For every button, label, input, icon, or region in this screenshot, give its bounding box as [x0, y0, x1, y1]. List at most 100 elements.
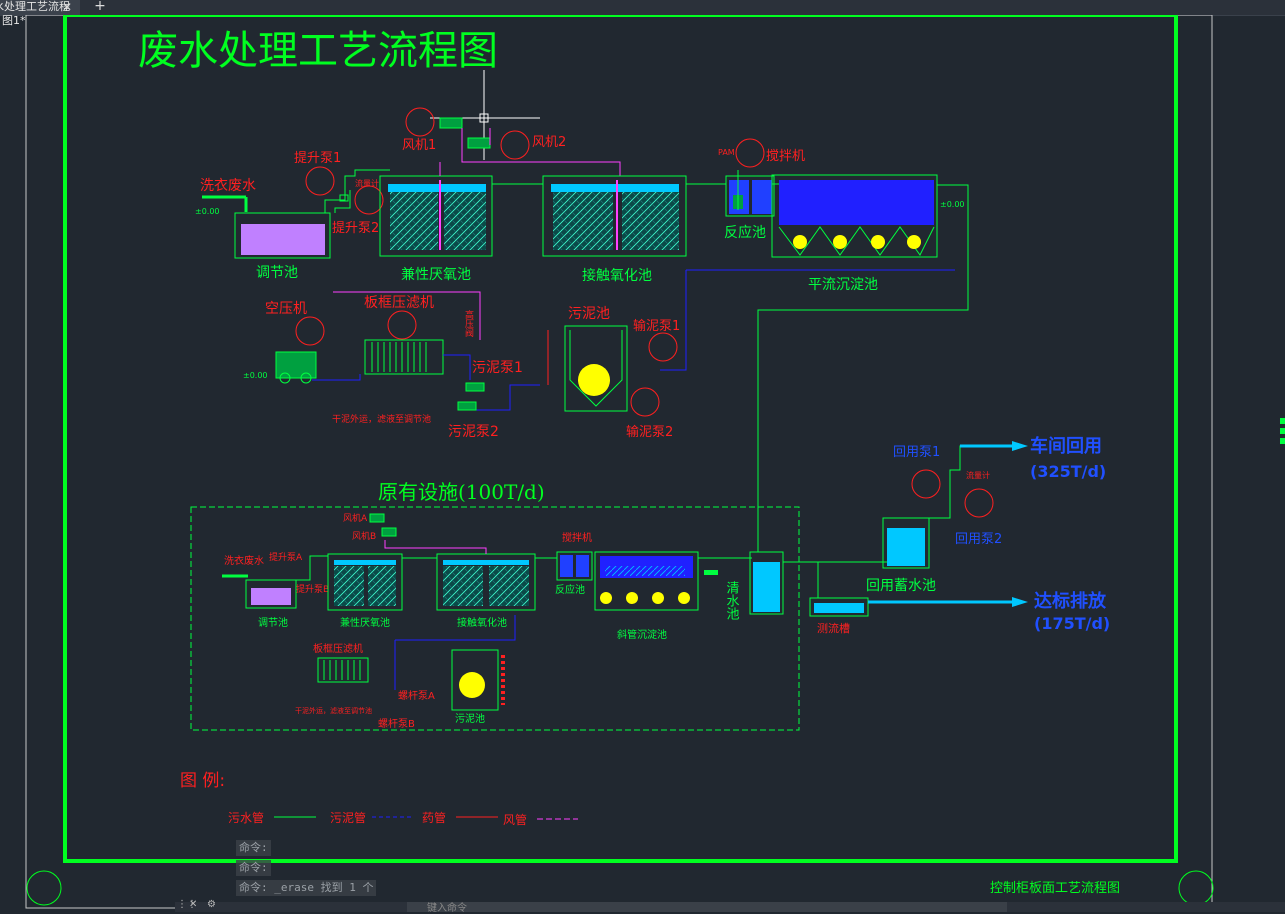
- reuse-pump-1-label: 回用泵1: [893, 445, 940, 460]
- settings-icon[interactable]: ⚙: [207, 899, 216, 910]
- contact-oxidation-tank[interactable]: [542, 175, 687, 257]
- workshop-reuse-qty: (325T/d): [1030, 462, 1106, 481]
- workshop-reuse-label: 车间回用: [1030, 435, 1102, 457]
- press-note-vertical: 高压阀: [463, 309, 474, 338]
- discharge-arrow: [868, 597, 1028, 607]
- document-tab-bar: 废水处理工艺流程图1* ✕ +: [0, 0, 1285, 27]
- small-filtrate-note: 干泥外运，滤液至调节池: [295, 706, 372, 715]
- small-filter-press[interactable]: [317, 657, 369, 683]
- reuse-pump-2-tag[interactable]: [964, 488, 994, 518]
- close-tab-icon[interactable]: ✕: [61, 0, 72, 14]
- small-anoxic-tank[interactable]: [327, 553, 403, 611]
- lift-pump-2-tag[interactable]: [354, 185, 384, 215]
- legend-label-1: 污泥管: [330, 810, 366, 825]
- legend: 污水管 污泥管 药管 风管: [228, 810, 578, 827]
- legend-label-0: 污水管: [228, 810, 264, 825]
- small-sed-tank[interactable]: [594, 551, 699, 611]
- zero-level-3: ±0.00: [243, 371, 268, 380]
- zero-level-1: ±0.00: [195, 207, 220, 216]
- small-fans: [369, 513, 397, 537]
- command-input[interactable]: 键入命令: [407, 902, 1007, 914]
- small-anoxic-label: 兼性厌氧池: [340, 616, 390, 629]
- lift-pump-1-tag[interactable]: [305, 166, 335, 196]
- small-press-label: 板框压滤机: [313, 642, 363, 655]
- discharge-label: 达标排放: [1034, 590, 1107, 612]
- small-contact-tank[interactable]: [436, 553, 536, 611]
- reuse-tank-label: 回用蓄水池: [866, 578, 936, 594]
- equalization-tank[interactable]: [234, 212, 331, 259]
- small-laundry-label: 洗衣废水: [224, 554, 264, 567]
- sludge-tank-label: 污泥池: [568, 306, 610, 322]
- existing-facility-title: 原有设施(100T/d): [378, 480, 545, 504]
- equalization-tank-label: 调节池: [256, 265, 298, 281]
- small-reaction-tank[interactable]: [556, 551, 593, 581]
- document-tab-title: 废水处理工艺流程图1*: [0, 0, 70, 27]
- anoxic-tank[interactable]: [379, 175, 493, 257]
- reuse-pump-2-label: 回用泵2: [955, 532, 1002, 547]
- reuse-pump-1-tag[interactable]: [911, 469, 941, 499]
- clearwater-pipe: [757, 184, 969, 552]
- filter-press-tag[interactable]: [387, 310, 417, 340]
- command-history-line-1: 命令:: [236, 840, 271, 856]
- inflow-arrow: [202, 195, 248, 212]
- screw-pump-a-label: 螺杆泵A: [398, 690, 435, 702]
- legend-title: 图 例:: [180, 771, 225, 791]
- sludge-transfer-2-tag[interactable]: [630, 387, 660, 417]
- cad-drawing-canvas[interactable]: 废水处理工艺流程图 洗衣废水 ±0.00 调节池 提升泵1 提升泵2 流量计 兼…: [0, 15, 1285, 912]
- command-line-bar: ⋮⋮ ✕ ⚙ 键入命令: [175, 899, 1285, 914]
- small-contact-label: 接触氧化池: [457, 616, 507, 629]
- clear-water-tank[interactable]: [749, 551, 784, 615]
- small-equalization-tank[interactable]: [245, 579, 297, 609]
- lift-pump-1-label: 提升泵1: [294, 150, 341, 166]
- fan-2-tag[interactable]: [500, 130, 530, 160]
- workshop-reuse-arrow: [960, 441, 1028, 451]
- legend-label-2: 药管: [422, 810, 446, 825]
- document-tab[interactable]: 废水处理工艺流程图1* ✕: [0, 0, 80, 27]
- fan-a-label: 风机A: [343, 512, 368, 524]
- control-panel-caption: 控制柜板面工艺流程图: [990, 881, 1120, 896]
- press-air-pipe: [333, 291, 481, 340]
- lift-pump-b-label: 提升泵B: [296, 584, 329, 595]
- lift-pump-2-label: 提升泵2: [332, 220, 379, 236]
- fan-1-tag[interactable]: [405, 107, 435, 137]
- small-reaction-label: 反应池: [555, 583, 585, 596]
- sludge-pipes: [312, 354, 540, 411]
- new-tab-button[interactable]: +: [94, 0, 106, 14]
- sludge-tank[interactable]: [547, 325, 628, 412]
- sludge-transfer-2-label: 输泥泵2: [626, 424, 673, 440]
- filter-press[interactable]: [364, 339, 444, 375]
- air-compressor[interactable]: [275, 351, 317, 384]
- contact-oxidation-label: 接触氧化池: [582, 267, 652, 284]
- existing-facility-frame: [190, 506, 800, 731]
- air-pipes: [439, 128, 621, 176]
- sedimentation-tank[interactable]: [771, 174, 938, 258]
- lift-pump-assembly: [324, 169, 390, 213]
- small-sed-label: 斜管沉淀池: [617, 628, 667, 641]
- filtrate-note: 干泥外运，滤液至调节池: [332, 413, 431, 425]
- air-compressor-tag[interactable]: [295, 316, 325, 346]
- clear-water-label: 清水池: [724, 581, 740, 620]
- anoxic-tank-label: 兼性厌氧池: [401, 267, 471, 283]
- flow-meter-tank[interactable]: [809, 597, 869, 617]
- sludge-transfer-1-label: 输泥泵1: [633, 318, 680, 334]
- reaction-tank[interactable]: [725, 170, 775, 217]
- small-eq-label: 调节池: [258, 616, 288, 629]
- filter-press-label: 板框压滤机: [364, 295, 434, 311]
- small-water-pipe: [296, 555, 752, 581]
- small-sludge-tank[interactable]: [451, 649, 505, 711]
- reuse-tank[interactable]: [882, 517, 930, 569]
- fan-1-label: 风机1: [402, 138, 436, 153]
- agitator-tag[interactable]: [735, 138, 765, 168]
- sludge-transfer-1-tag[interactable]: [648, 332, 678, 362]
- close-command-icon[interactable]: ✕: [189, 899, 198, 910]
- command-history-line-2: 命令:: [236, 860, 271, 876]
- sludge-pump-1-label: 污泥泵1: [472, 360, 523, 376]
- drag-handle-icon[interactable]: ⋮⋮: [177, 899, 197, 910]
- sludge-pumps: [457, 382, 485, 411]
- small-agitator-label: 搅拌机: [562, 531, 592, 544]
- discharge-qty: (175T/d): [1034, 614, 1110, 633]
- sludge-return-pipes: [660, 269, 955, 371]
- sedimentation-tank-label: 平流沉淀池: [808, 277, 878, 293]
- command-history-line-3: 命令: _erase 找到 1 个: [236, 880, 377, 896]
- screw-pump-b-label: 螺杆泵B: [378, 718, 415, 730]
